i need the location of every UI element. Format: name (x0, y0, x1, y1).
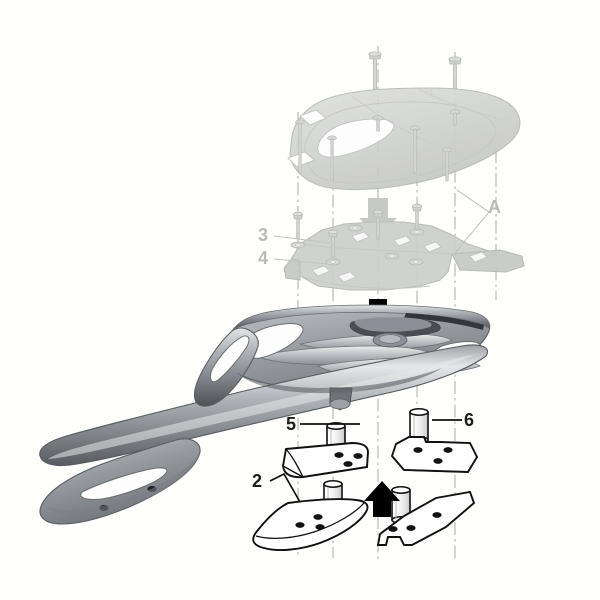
main-rack-body (39, 304, 491, 525)
mounting-hardware-group (252, 408, 479, 551)
callout-leaders-ghost (273, 235, 331, 265)
deck-boss (372, 332, 408, 348)
mounting-plate-lower-right (376, 490, 476, 546)
fixing-screw-washer-ghost (290, 203, 425, 266)
mounting-plate-lower-left (252, 498, 369, 551)
fixing-washer-ghost (325, 258, 341, 266)
upper-bracket-ghost (283, 221, 525, 291)
callout-label-6: 6 (464, 410, 475, 430)
fixing-screw-ghost (368, 51, 462, 99)
leader-line-2 (269, 472, 301, 503)
leader-line-3 (273, 235, 331, 244)
callout-label-2: 2 (252, 471, 263, 491)
upper-assembly-ghost (273, 51, 525, 291)
leader-line-4 (273, 258, 329, 265)
mounting-plate-upper-left (282, 442, 369, 479)
callout-label-5: 5 (286, 414, 297, 434)
callout-bracket-A (454, 189, 490, 254)
callout-label-3: 3 (258, 225, 269, 245)
callout-label-A: A (488, 197, 501, 217)
upper-rack-plate-ghost (287, 87, 521, 191)
mounting-plate-upper-right (390, 436, 479, 473)
callout-label-4: 4 (258, 248, 269, 268)
callout-leaders-solid (269, 419, 462, 503)
assembly-arrow-bottom (364, 481, 400, 517)
plate-stud-ghost (295, 109, 461, 182)
